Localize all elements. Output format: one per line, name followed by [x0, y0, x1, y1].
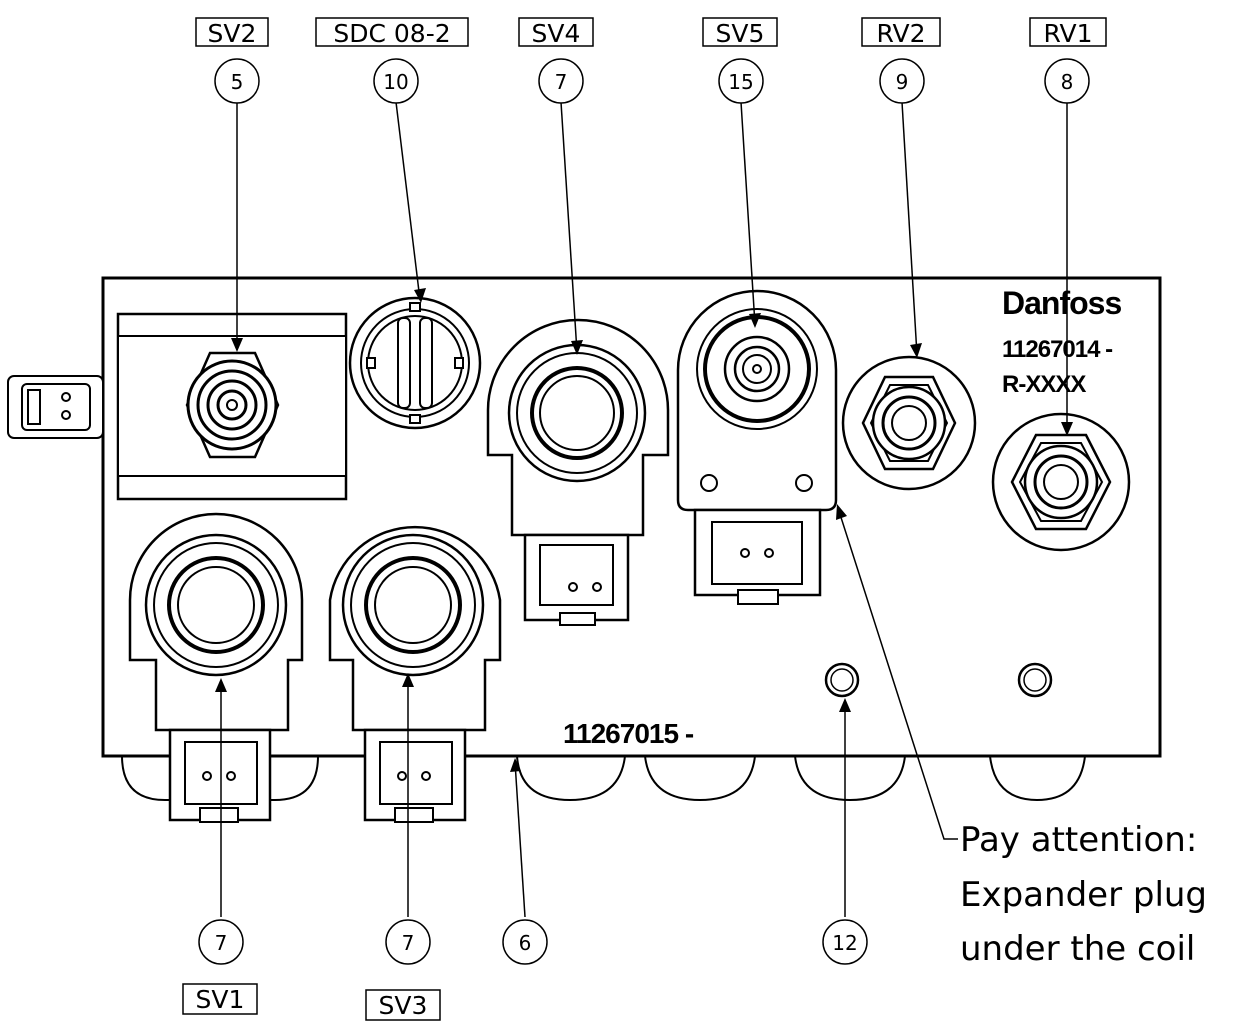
callout-num-rv2: 9	[896, 70, 909, 94]
note-line1: Pay attention:	[960, 820, 1197, 860]
sdc08-valve	[348, 296, 482, 430]
callout-rv1: RV1 8	[1029, 17, 1107, 104]
brand-code-line2: R-XXXX	[1002, 371, 1086, 398]
callout-tag-rv2: RV2	[876, 19, 925, 48]
callout-tag-sdc08: SDC 08-2	[333, 19, 450, 48]
callout-tag-sv1: SV1	[196, 985, 245, 1014]
callout-rv2: RV2 9	[861, 17, 941, 104]
callout-num-6: 6	[519, 931, 532, 955]
sv5-valve	[676, 289, 838, 605]
callout-sv3: 7 SV3	[365, 919, 441, 1021]
callout-tag-sv4: SV4	[532, 19, 581, 48]
block-code: 11267015 -	[563, 718, 694, 749]
callout-sdc08: SDC 08-2 10	[315, 17, 469, 104]
leader-lines-bottom	[220, 507, 958, 918]
callout-num-sv2: 5	[231, 70, 244, 94]
callout-sv2: SV2 5	[195, 17, 269, 104]
callout-num-sv1: 7	[215, 931, 228, 955]
callout-num-sdc08: 10	[383, 70, 408, 94]
callout-tag-sv3: SV3	[379, 991, 428, 1020]
brand-name: Danfoss	[1002, 285, 1121, 321]
small-ports	[824, 662, 1053, 698]
side-connector	[7, 375, 104, 439]
callout-tag-sv2: SV2	[208, 19, 257, 48]
leader-arrowheads-bottom	[215, 504, 851, 772]
callout-6: 6	[502, 919, 548, 965]
callout-num-rv1: 8	[1061, 70, 1074, 94]
callout-tag-rv1: RV1	[1043, 19, 1092, 48]
note-line2: Expander plug	[960, 875, 1207, 915]
callout-num-sv3: 7	[402, 931, 415, 955]
callout-12: 12	[822, 919, 868, 965]
sv4-valve	[486, 318, 670, 626]
callout-sv4: SV4 7	[518, 17, 594, 104]
sv1-valve	[128, 512, 304, 823]
callout-num-sv5: 15	[728, 70, 753, 94]
attention-note: Pay attention: Expander plug under the c…	[960, 820, 1207, 969]
note-line3: under the coil	[960, 929, 1195, 969]
rv1-valve	[991, 412, 1131, 552]
callout-sv1: 7 SV1	[182, 919, 258, 1015]
callout-tag-sv5: SV5	[716, 19, 765, 48]
callout-sv5: SV5 15	[702, 17, 778, 104]
rv2-valve	[841, 355, 977, 491]
leader-arrowheads-top	[231, 288, 1073, 436]
callout-num-12: 12	[832, 931, 857, 955]
leader-lines-top	[236, 101, 1068, 433]
callout-num-sv4: 7	[555, 70, 568, 94]
sv2-valve	[116, 312, 348, 501]
brand-code-line1: 11267014 -	[1002, 336, 1113, 363]
sv3-valve	[328, 525, 502, 823]
